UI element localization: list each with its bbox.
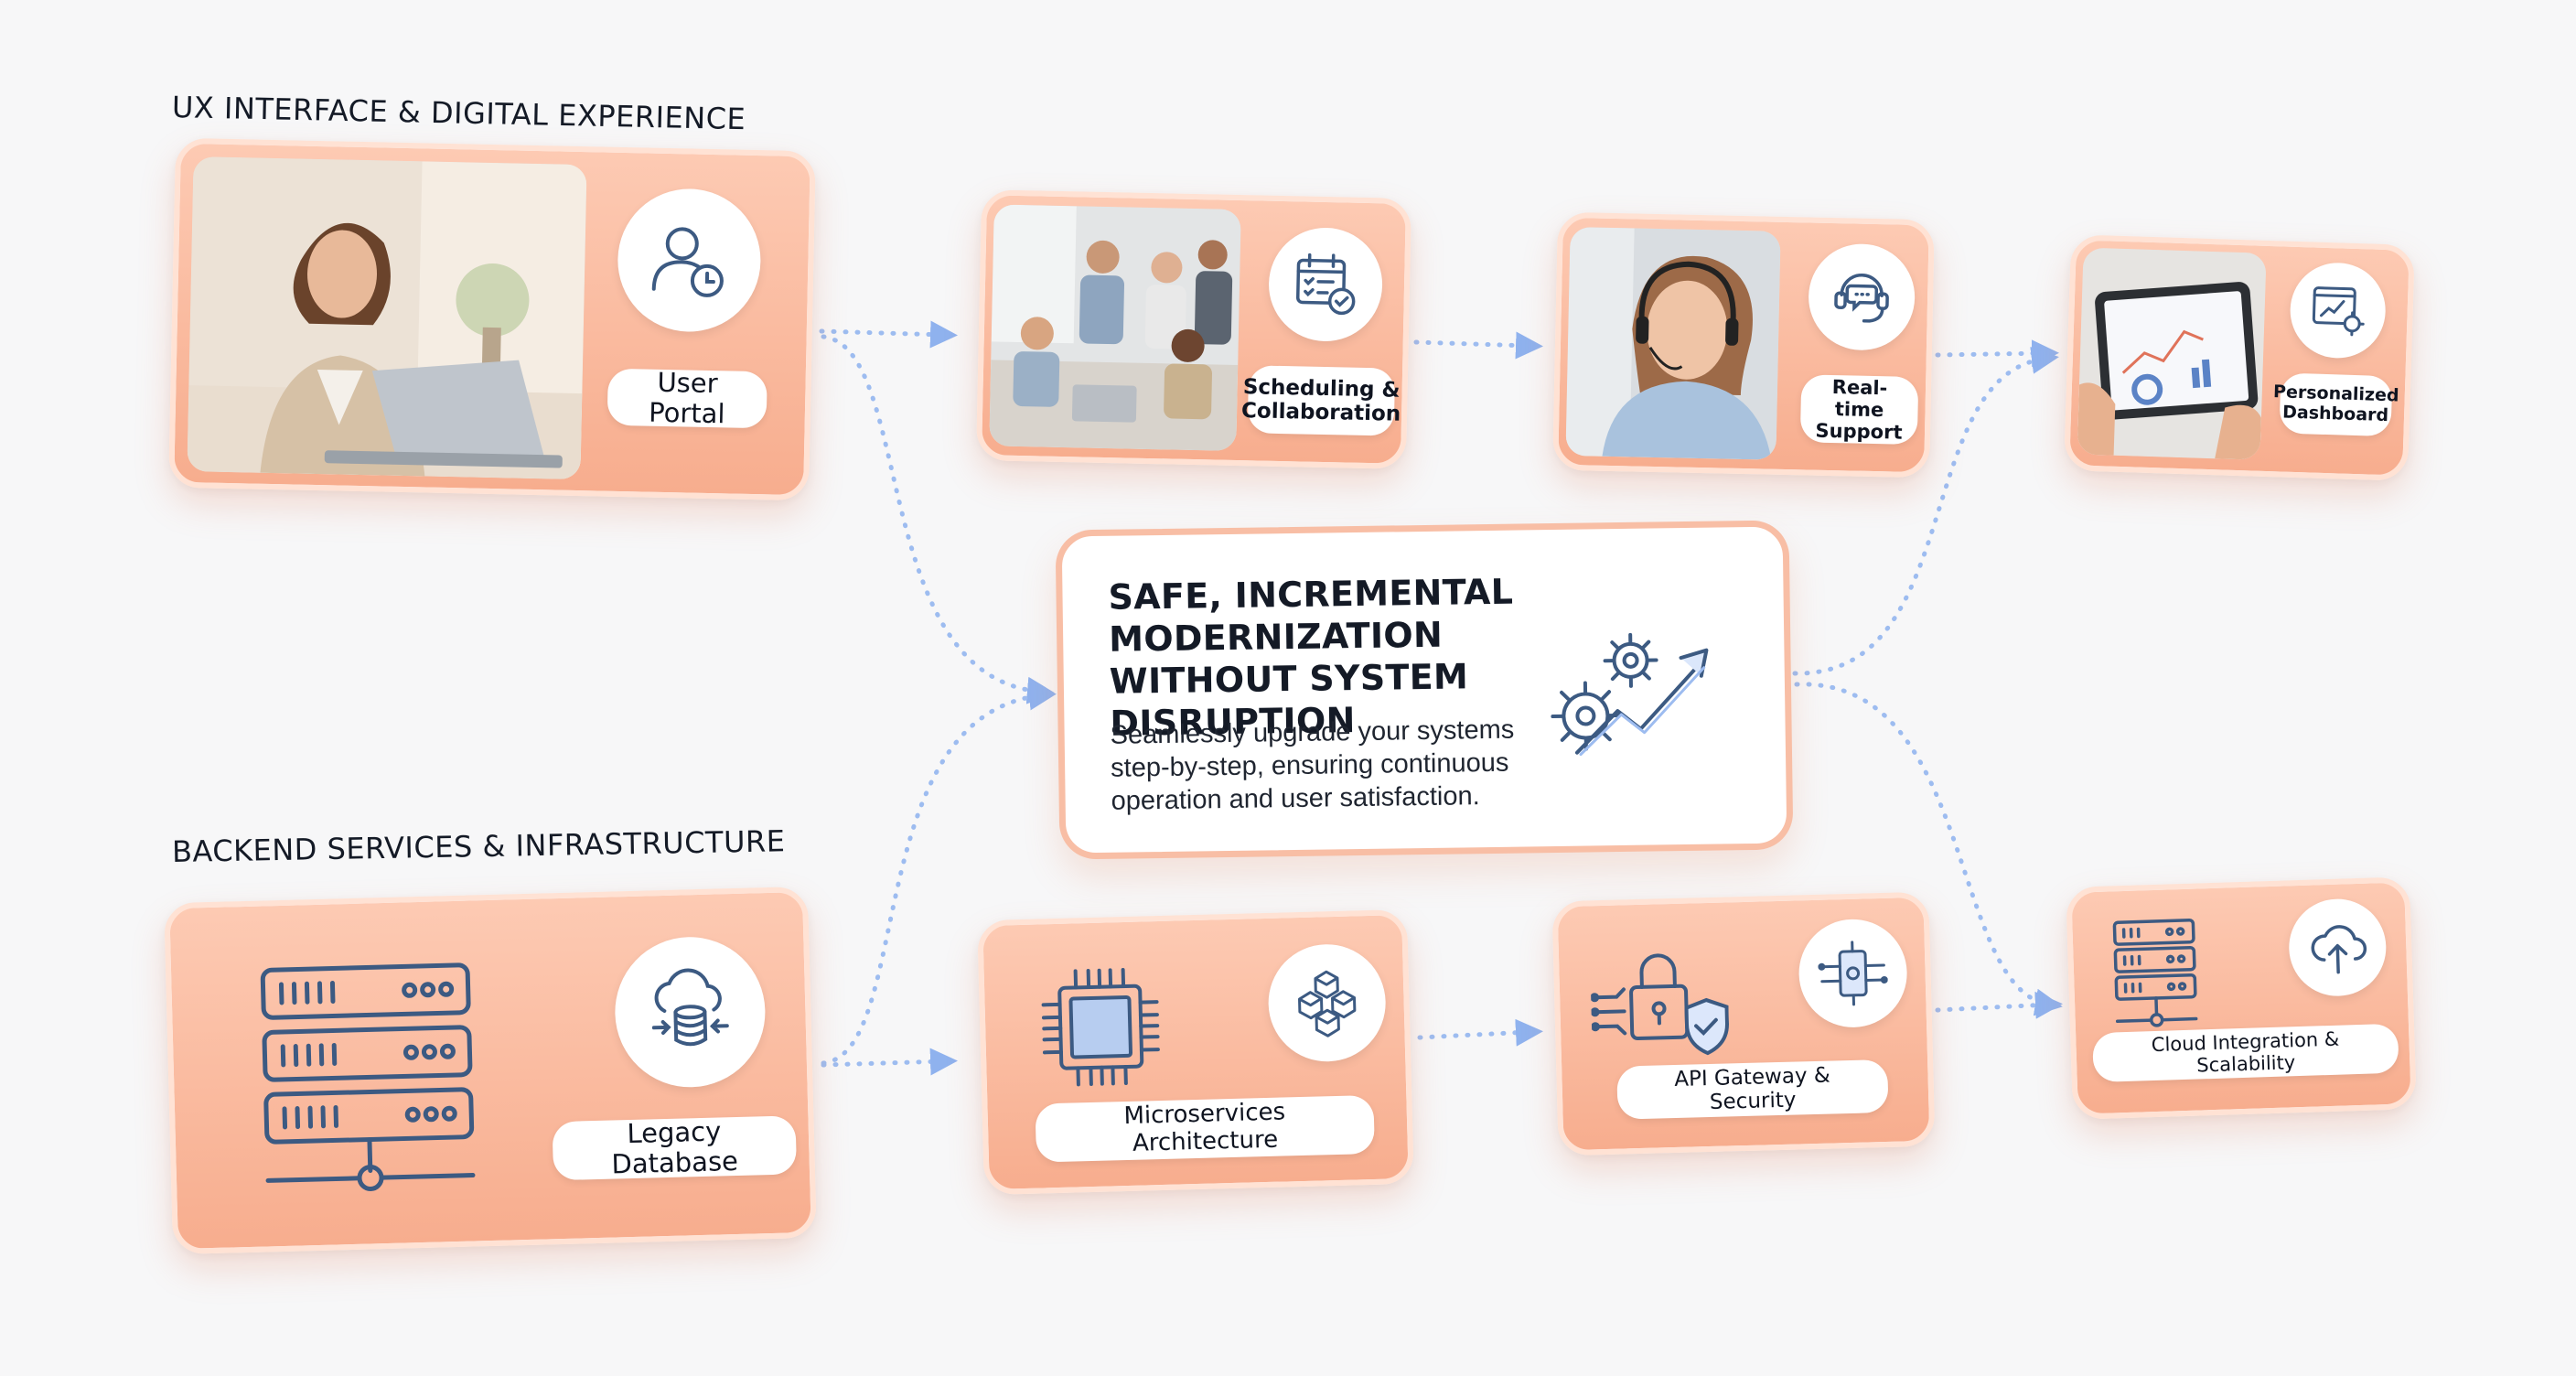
legacy-database-label: Legacy Database (552, 1115, 798, 1181)
frontend-section-title: UX INTERFACE & DIGITAL EXPERIENCE (171, 90, 746, 137)
connector-realtime-to-dashboard (1935, 339, 2059, 368)
api-gateway-label: API Gateway & Security (1616, 1059, 1889, 1120)
cpu-chip-icon (1041, 968, 1160, 1087)
connector-scheduling-to-realtime (1413, 331, 1543, 360)
legacy-database-card[interactable]: Legacy Database (164, 886, 817, 1255)
cloud-integration-card[interactable]: Cloud Integration & Scalability (2066, 876, 2417, 1120)
connector-micro-to-api (1417, 1018, 1543, 1047)
center-description: Seamlessly upgrade your systems step-by-… (1110, 715, 1515, 816)
microservices-card[interactable]: Microservices Architecture (977, 908, 1414, 1196)
cloud-database-icon (613, 935, 767, 1090)
user-portal-photo (187, 156, 587, 480)
gears-growth-arrow-icon (1551, 632, 1709, 757)
chart-gear-icon (2289, 261, 2388, 360)
tablet-dashboard-photo (2077, 247, 2267, 460)
cloud-upload-icon (2287, 898, 2388, 998)
server-stack-icon (2112, 918, 2198, 1027)
personalized-dashboard-card[interactable]: Personalized Dashboard (2064, 234, 2415, 481)
cubes-network-icon (1266, 942, 1388, 1063)
chat-headset-icon (1807, 242, 1916, 351)
scheduling-card[interactable]: Scheduling & Collaboration (975, 189, 1412, 469)
realtime-support-card[interactable]: Real-time Support (1552, 211, 1935, 478)
user-portal-label: User Portal (606, 366, 767, 429)
backend-section-title: BACKEND SERVICES & INFRASTRUCTURE (171, 823, 786, 869)
realtime-support-label: Real-time Support (1799, 374, 1919, 445)
api-chip-icon (1798, 918, 1909, 1029)
center-modernization-card: SAFE, INCREMENTAL MODERNIZATION WITHOUT … (1055, 520, 1794, 860)
user-portal-card[interactable]: User Portal (168, 137, 816, 501)
user-clock-icon (616, 187, 763, 334)
scheduling-label: Scheduling & Collaboration (1241, 365, 1401, 436)
support-agent-photo (1565, 227, 1781, 460)
calendar-check-icon (1267, 226, 1384, 343)
cloud-integration-label: Cloud Integration & Scalability (2092, 1023, 2399, 1083)
microservices-label: Microservices Architecture (1035, 1094, 1375, 1163)
connector-db-to-micro (821, 1048, 958, 1076)
team-meeting-photo (989, 204, 1241, 451)
connector-api-to-cloud (1935, 991, 2063, 1019)
api-gateway-card[interactable]: API Gateway & Security (1551, 891, 1936, 1156)
server-rack-icon (260, 962, 476, 1191)
lock-shield-icon (1590, 953, 1729, 1056)
connector-portal-to-scheduling (819, 320, 958, 349)
personalized-dashboard-label: Personalized Dashboard (2273, 372, 2399, 437)
